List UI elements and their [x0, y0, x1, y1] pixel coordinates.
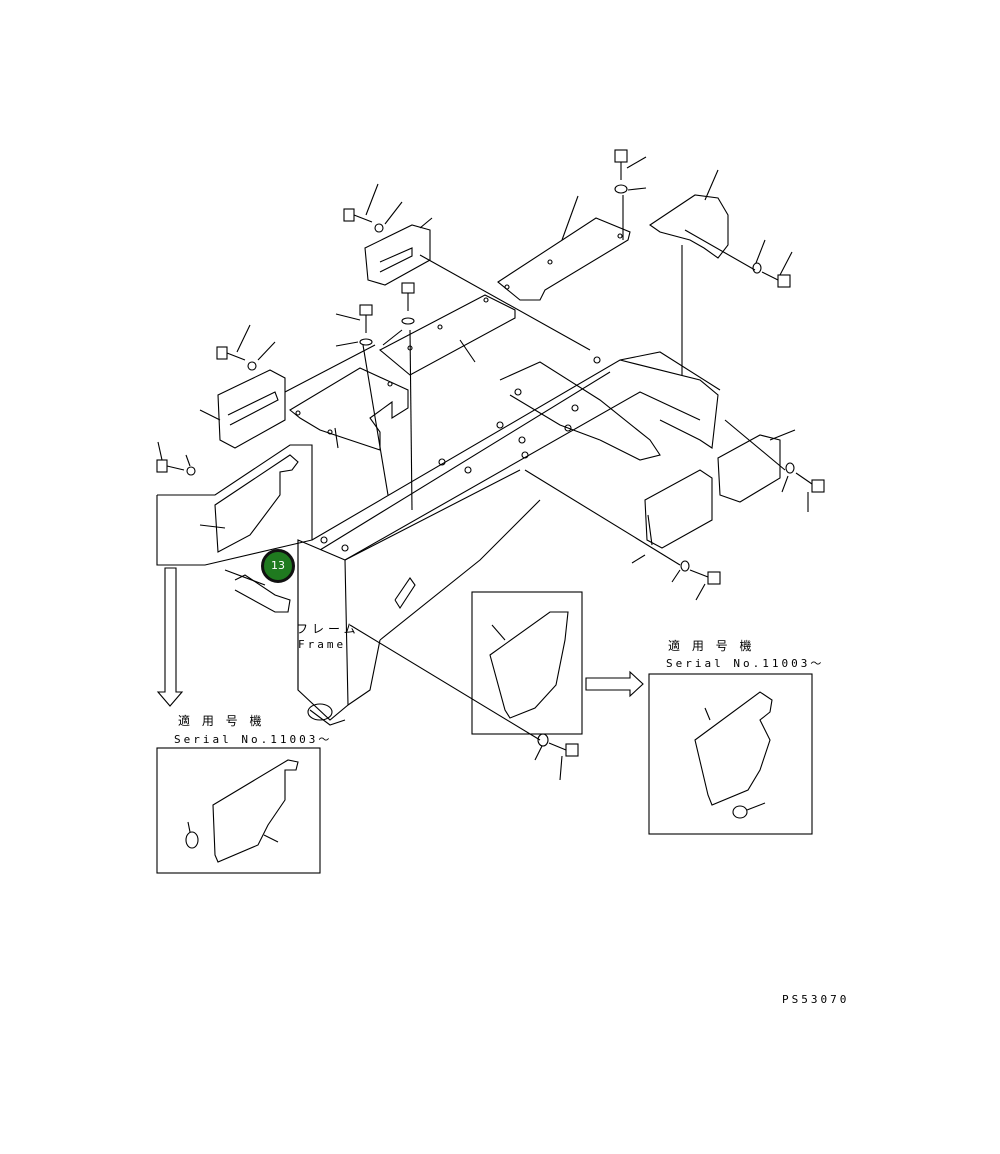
drawing-code: PS53070 — [782, 993, 850, 1006]
left-bracket — [156, 444, 313, 613]
main-frame — [297, 351, 721, 726]
left-inset — [156, 747, 321, 874]
top-right-plate — [497, 195, 631, 301]
top-right-cover — [649, 169, 729, 259]
arrows — [156, 567, 644, 707]
left-middle-block — [199, 369, 286, 449]
left-shield-plate — [289, 367, 409, 451]
frame-label-en: Frame — [298, 638, 347, 651]
assembly-lines — [224, 195, 786, 741]
part-callout-13[interactable]: 13 — [261, 549, 295, 583]
right-inset-serial: Serial No.11003～ — [666, 657, 825, 670]
right-bumper-bottom — [644, 469, 713, 549]
bolts — [156, 149, 825, 781]
right-inset — [648, 673, 813, 835]
left-inset-serial: Serial No.11003～ — [174, 733, 333, 746]
frame-label-jp: フレーム — [296, 622, 360, 636]
center-plate — [379, 294, 516, 376]
right-bumper-top — [717, 429, 796, 503]
right-inset-label-jp: 適 用 号 機 — [668, 639, 756, 653]
left-inset-label-jp: 適 用 号 機 — [178, 714, 266, 728]
lower-center-bracket — [471, 591, 583, 735]
